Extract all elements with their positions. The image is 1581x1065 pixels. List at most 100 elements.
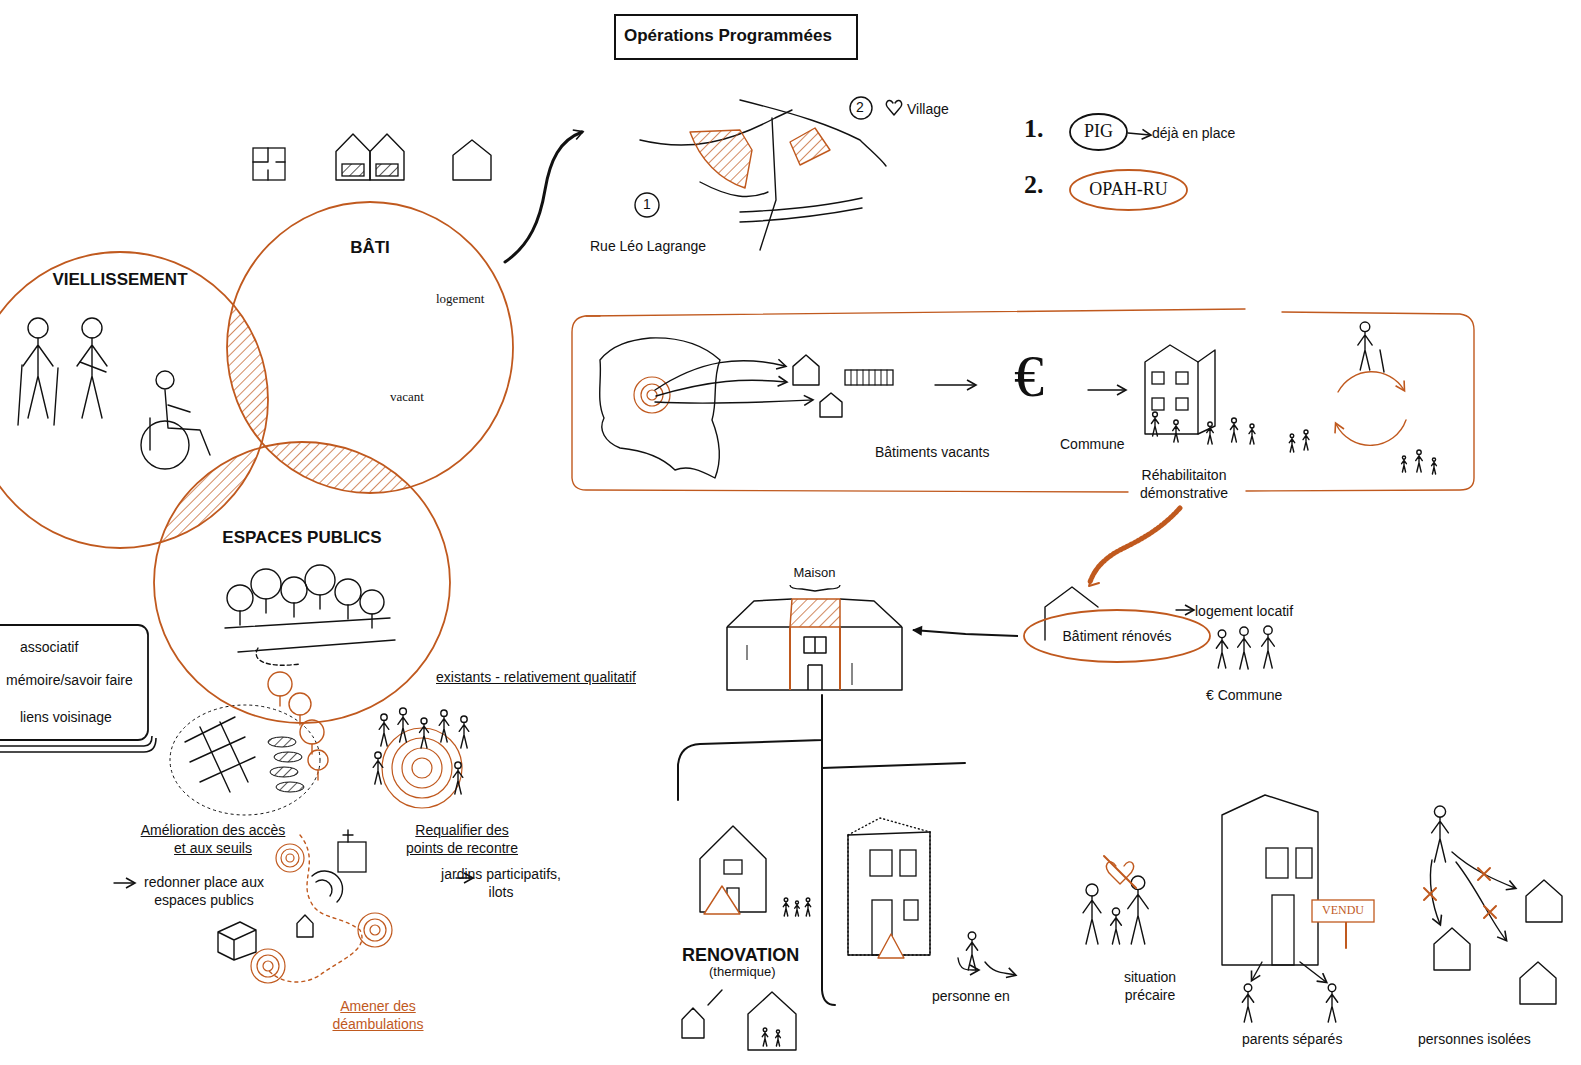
ring <box>281 849 299 867</box>
sketch-line <box>238 640 395 652</box>
sketch-line <box>848 832 930 835</box>
person-icon <box>1402 459 1407 472</box>
node-shape <box>227 202 513 493</box>
sketch-line <box>760 118 776 250</box>
note-label: personnes isolées <box>1418 1031 1531 1049</box>
note-card: associatifmémoire/savoir faireliens vois… <box>0 625 148 740</box>
person-head <box>1328 984 1336 992</box>
house-line <box>808 665 822 690</box>
person-head <box>375 752 381 758</box>
sketch-rect <box>1266 848 1288 878</box>
sketch-line <box>1456 862 1506 940</box>
house-icon <box>1434 928 1470 970</box>
map-zone <box>790 128 830 165</box>
territory-map <box>600 338 720 478</box>
band-outline <box>572 316 1128 492</box>
ring <box>364 919 386 941</box>
node-heading: BÂTI <box>350 238 390 258</box>
sketch-line <box>80 362 106 372</box>
parking-grid <box>185 717 255 792</box>
person-icon <box>1262 634 1275 668</box>
sketch-rect <box>376 164 398 176</box>
band-outline <box>1246 312 1474 491</box>
note-label: (thermique) <box>709 964 775 980</box>
sketch-rect <box>1152 372 1164 384</box>
person-head <box>1360 322 1370 332</box>
diagram-title: Opérations Programmées <box>614 14 858 60</box>
note-label: € <box>1014 346 1044 406</box>
sketch-line <box>1300 962 1326 982</box>
walk-path <box>268 835 362 982</box>
building-icon <box>1198 350 1215 434</box>
person-head <box>1240 627 1248 635</box>
plan-icon <box>253 148 285 180</box>
sound-arcs <box>312 871 343 902</box>
sketch-line <box>740 100 886 166</box>
sketch-line <box>225 618 390 628</box>
note-label: Village <box>907 101 949 119</box>
sketch-line <box>1088 389 1125 390</box>
tree-trunk <box>347 605 348 619</box>
house-node: Maison <box>722 565 907 695</box>
tree-icon <box>305 565 335 595</box>
house-line <box>790 599 840 627</box>
sketch-line <box>256 648 300 665</box>
sketch-line <box>678 695 822 800</box>
warning-sign <box>878 934 904 958</box>
tree-icon <box>227 585 253 611</box>
sketch-line <box>655 361 785 390</box>
flow-arrow <box>1090 508 1180 582</box>
tree-icon <box>289 693 311 715</box>
person-icon <box>420 724 429 748</box>
person-icon <box>1303 434 1309 450</box>
person-icon <box>453 768 463 794</box>
person-icon <box>379 720 389 746</box>
sketch-line <box>317 770 318 780</box>
sketch-line <box>740 208 862 222</box>
sketch-line <box>655 400 812 403</box>
person-icon <box>805 902 810 916</box>
person-icon <box>1289 438 1294 452</box>
note-label: 1. <box>1024 113 1044 146</box>
house-icon <box>748 992 796 1050</box>
sketch-line <box>1104 856 1136 888</box>
sketch-line <box>958 958 978 970</box>
person-icon <box>1358 332 1372 370</box>
tree-trunk <box>371 614 372 628</box>
note-label: Commune <box>1060 436 1125 454</box>
ring <box>392 738 452 798</box>
program-ellipse: PIG <box>1068 112 1129 152</box>
person-head <box>1112 908 1119 915</box>
sketch-line <box>114 882 134 883</box>
person-icon <box>23 338 53 418</box>
tree-icon <box>268 672 292 696</box>
person-icon <box>1249 428 1255 444</box>
person-head <box>1131 876 1145 890</box>
house-icon <box>297 915 313 937</box>
person-icon <box>1326 992 1337 1022</box>
flow-arrow <box>505 132 582 262</box>
note-label: situation précaire <box>1108 969 1192 1004</box>
warning-sign <box>704 886 740 914</box>
person-icon <box>77 338 107 418</box>
cycle-arrow <box>1336 420 1406 445</box>
ring <box>257 955 279 977</box>
note-label: personne en <box>932 988 1010 1006</box>
node-heading: VIELLISSEMENT <box>52 270 187 290</box>
note-label: jardins participatifs, ilots <box>430 866 572 901</box>
sketch-rect <box>904 900 918 920</box>
house-line <box>790 585 840 591</box>
node-heading: PIG <box>1084 121 1113 143</box>
car-icon <box>276 782 304 792</box>
house-line <box>790 627 840 690</box>
ring <box>634 377 670 413</box>
sketch-rect <box>870 850 892 876</box>
ring <box>647 390 657 400</box>
map-zone <box>690 130 752 188</box>
person-icon <box>966 940 977 970</box>
node-outline <box>0 250 270 550</box>
person-icon <box>1432 461 1437 474</box>
band-outline <box>586 309 1245 316</box>
sketch-rect <box>1176 398 1188 410</box>
house-icon <box>1222 795 1318 965</box>
